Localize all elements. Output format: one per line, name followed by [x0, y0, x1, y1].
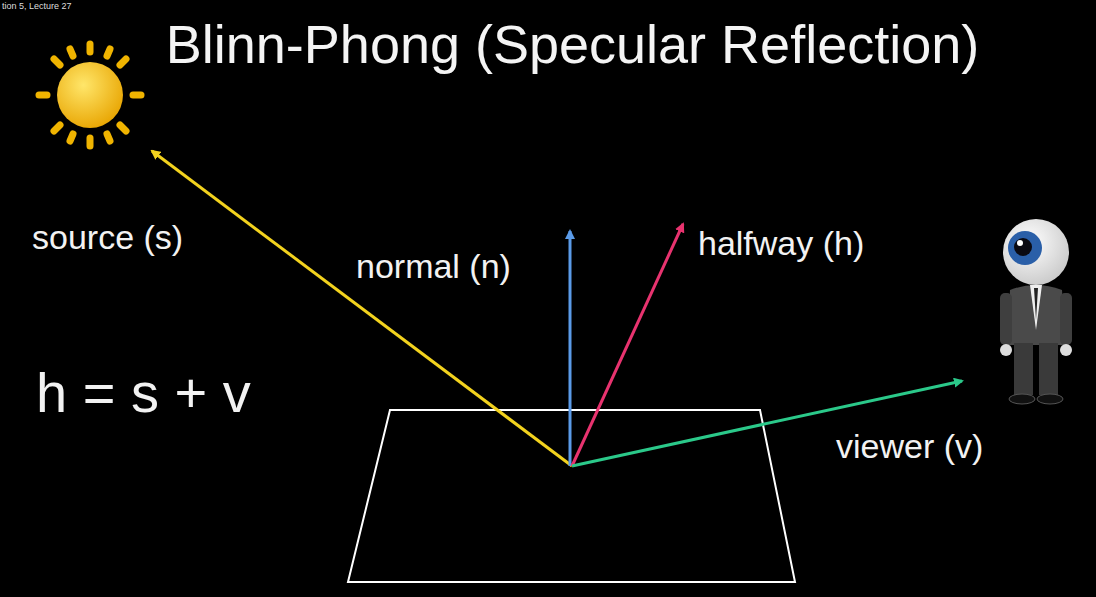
lecture-tab: tion 5, Lecture 27 [2, 1, 72, 11]
normal-vector [569, 231, 572, 466]
diagram-title: Blinn-Phong (Specular Reflection) [150, 8, 995, 80]
vector-label: source (s) [32, 218, 183, 257]
halfway-vector [572, 224, 683, 466]
vector-label: viewer (v) [836, 427, 983, 466]
sun-icon [39, 44, 141, 146]
vector-label: normal (n) [356, 247, 511, 286]
formula: h = s + v [36, 360, 251, 425]
vector-label: halfway (h) [698, 224, 864, 263]
viewer-figure [1000, 219, 1072, 404]
